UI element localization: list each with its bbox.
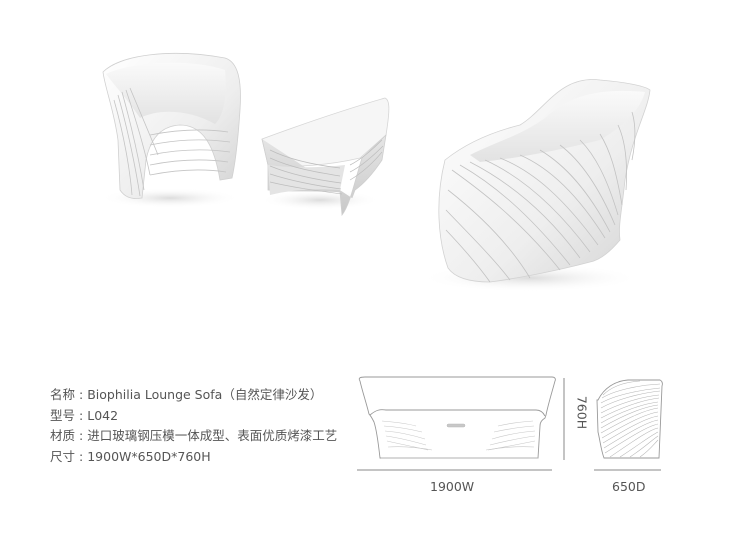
product-photo [100,53,651,292]
front-view-drawing [358,376,556,459]
spec-value: 进口玻璃钢压模一体成型、表面优质烤漆工艺 [87,428,338,443]
spec-label: 材质 [50,428,76,443]
product-specs: 名称:Biophilia Lounge Sofa（自然定律沙发） 型号:L042… [50,385,337,467]
side-view-drawing [596,379,663,459]
spec-separator: : [79,387,84,402]
spec-label: 型号 [50,407,76,423]
spec-model: 型号:L042 [50,406,337,427]
lounge-chair [100,53,241,208]
spec-label: 名称 [50,387,76,402]
spec-separator: : [79,428,84,443]
spec-value: L042 [87,407,119,423]
spec-size: 尺寸:1900W*650D*760H [50,447,337,468]
spec-value: 1900W*650D*760H [87,448,211,464]
lounge-sofa [420,79,651,292]
spec-separator: : [79,448,84,464]
height-label: 760H [574,395,590,430]
width-label: 1900W [430,479,475,494]
depth-label: 650D [612,479,646,494]
spec-name: 名称:Biophilia Lounge Sofa（自然定律沙发） [50,385,337,406]
spec-value: Biophilia Lounge Sofa（自然定律沙发） [87,387,323,402]
spec-material: 材质:进口玻璃钢压模一体成型、表面优质烤漆工艺 [50,426,337,447]
coffee-table [260,97,390,217]
spec-separator: : [79,407,84,423]
spec-label: 尺寸 [50,448,76,464]
